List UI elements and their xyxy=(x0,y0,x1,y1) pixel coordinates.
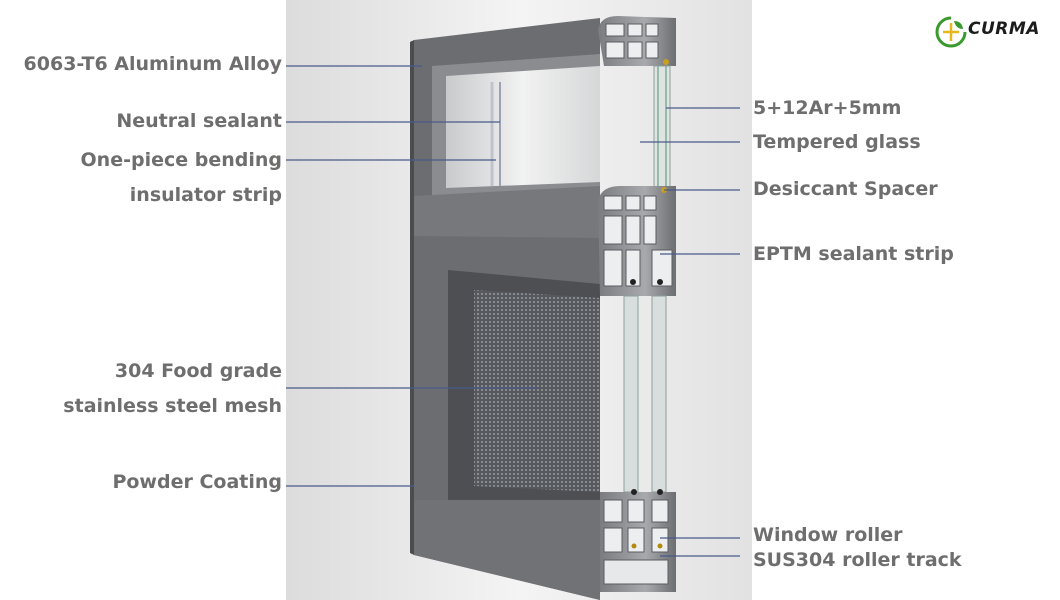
glass-unit-lower-b xyxy=(651,295,667,493)
transom-rail xyxy=(414,186,600,238)
glass-unit-upper xyxy=(653,65,671,191)
label-roller: Window roller xyxy=(753,524,903,546)
label-glass-spec: 5+12Ar+5mm xyxy=(753,97,902,119)
glass-unit-lower-a xyxy=(623,295,639,493)
label-spacer: Desiccant Spacer xyxy=(753,178,938,200)
middle-profile-section xyxy=(598,186,676,296)
label-insulator-line2: insulator strip xyxy=(129,184,282,206)
label-tempered: Tempered glass xyxy=(753,131,921,153)
upper-glass-pane xyxy=(446,66,600,188)
bottom-profile-section xyxy=(600,489,676,592)
label-mesh-line2: stainless steel mesh xyxy=(63,395,282,417)
label-eptm: EPTM sealant strip xyxy=(753,243,954,265)
bottom-rail xyxy=(414,500,600,600)
label-alloy: 6063-T6 Aluminum Alloy xyxy=(23,53,282,75)
label-mesh-line1: 304 Food grade xyxy=(114,360,282,382)
label-sealant: Neutral sealant xyxy=(116,110,282,132)
label-coating: Powder Coating xyxy=(112,471,282,493)
brand-name: CURMA xyxy=(968,19,1040,39)
top-profile-section xyxy=(598,16,676,66)
label-insulator-line1: One-piece bending xyxy=(80,149,282,171)
frame-left-edge xyxy=(410,40,414,555)
curma-leaf-circle-logo xyxy=(935,16,967,48)
stainless-mesh xyxy=(474,290,600,492)
label-track: SUS304 roller track xyxy=(753,549,962,571)
leader-lines xyxy=(286,65,740,557)
